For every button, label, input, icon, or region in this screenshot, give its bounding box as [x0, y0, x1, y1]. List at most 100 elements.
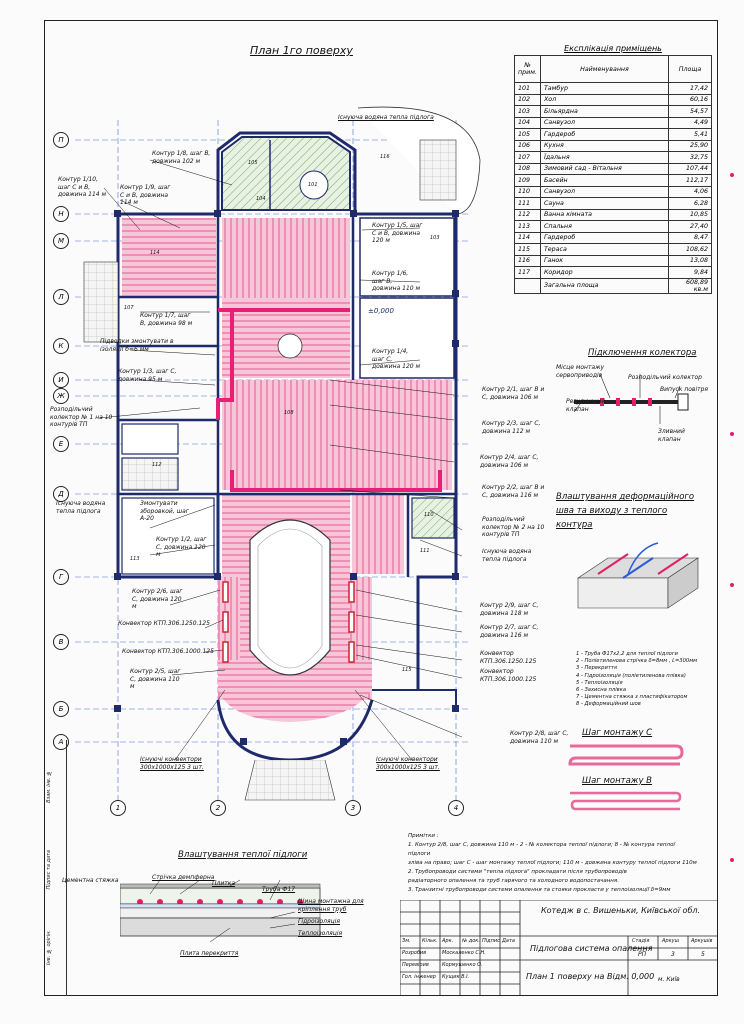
stamp-sheets-header: Аркушів — [691, 938, 713, 944]
label-c12: Контур 1/2, шаг С, довжина 120 м — [156, 536, 207, 558]
room-area: 25,90 — [668, 139, 712, 152]
room-area: 6,28 — [668, 197, 712, 210]
stamp-role-checker: Перевірив — [402, 962, 429, 968]
room-104: 104 — [256, 196, 266, 202]
room-number: 109 — [514, 174, 541, 187]
col-number-header: № прим. — [514, 55, 541, 83]
label-collector-2: Розподільчий колектор № 2 на 10 контурів… — [482, 516, 545, 538]
section-screed: Цементна стяжка — [62, 877, 119, 884]
label-pipes: Підводки змонтувати в ізоляції б=6 мм — [100, 338, 174, 353]
room-110: 110 — [424, 512, 434, 518]
axis-row-marker: Н — [53, 206, 69, 222]
legend-item: 3 - Перекриття — [576, 665, 618, 672]
axis-row-marker: Ж — [53, 388, 69, 404]
section-tile: Плитка — [212, 880, 236, 887]
collector-air: Випуск повітря — [660, 386, 709, 393]
collector-drain: Зливний клапан — [658, 428, 685, 443]
label-c17: Контур 1/7, шаг В, довжина 98 м — [140, 312, 193, 327]
room-112: 112 — [152, 462, 162, 468]
label-c13: Контур 1/3, шаг С, довжина 95 м — [118, 368, 177, 383]
room-116: 116 — [380, 154, 390, 160]
room-name: Гардероб — [539, 231, 670, 244]
deform-section — [577, 542, 699, 609]
notes-block: Примітки : 1. Контур 2/8, шаг С, довжина… — [408, 832, 698, 895]
stamp-sheets: 5 — [701, 951, 705, 958]
room-number: 111 — [514, 197, 541, 210]
drawing-frame — [44, 20, 718, 996]
section-damper: Стрічка демпферна — [152, 874, 215, 881]
legend-item: 7 - Цементна стяжка з пластифікатором — [576, 694, 688, 701]
room-area: 54,57 — [668, 105, 712, 118]
label-c110: Контур 1/10, шаг С и В, довжина 114 м — [58, 176, 107, 198]
label-c16: Контур 1/6, шаг В, довжина 110 м — [372, 270, 421, 292]
stamp-sheet-header: Аркуш — [662, 938, 680, 944]
legend-item: 6 - Захисна плівка — [576, 687, 627, 694]
punch-mark — [730, 173, 734, 177]
room-name: Санвузол — [539, 116, 670, 129]
title-block: Котедж в с. Вишеньки, Київської обл. Під… — [400, 900, 718, 996]
punch-mark — [730, 858, 734, 862]
room-105: 105 — [248, 160, 258, 166]
label-c27: Контур 2/7, шаг С, довжина 116 м — [480, 624, 539, 639]
label-c25: Контур 2/5, шаг С, довжина 110 м — [130, 668, 181, 690]
axis-row-marker: М — [53, 233, 69, 249]
label-convector-3: Конвектор КТП.306.1250.125 — [480, 650, 537, 665]
stamp-col-doc: № док. — [462, 938, 480, 944]
stamp-system: Підлогова система опалення — [530, 944, 653, 953]
room-area: 8,47 — [668, 231, 712, 244]
room-number: 107 — [514, 151, 541, 164]
room-name: Більярдна — [539, 105, 670, 118]
collector-diagram — [573, 373, 689, 424]
label-existing-convectors-right: Існуючі конвектори 300х1000х125 3 шт. — [376, 756, 440, 771]
room-area: 9,84 — [668, 266, 712, 279]
room-name: Ванна кімната — [539, 208, 670, 221]
room-name: Санвузол — [539, 185, 670, 198]
room-115: 115 — [402, 667, 412, 673]
punch-mark — [730, 432, 734, 436]
room-area: 108,62 — [668, 243, 712, 256]
stamp-sheet: 3 — [671, 951, 675, 958]
room-number: 103 — [514, 105, 541, 118]
axis-row-marker: Г — [53, 569, 69, 585]
step-c-title: Шаг монтажу С — [582, 728, 653, 738]
axis-row-marker: К — [53, 338, 69, 354]
label-c22: Контур 2/2, шаг В и С, довжина 116 м — [482, 484, 545, 499]
side-replace: Взам. інв. № — [46, 770, 52, 803]
stamp-stage-header: Стадія — [632, 938, 650, 944]
note-line: зліва на право; шаг С - шаг монтажу тепл… — [408, 860, 697, 866]
stamp-name-developer: Москаленко С.Н. — [442, 950, 486, 956]
floor-section-title: Влаштування теплої підлоги — [178, 850, 308, 860]
section-thermo: Теплоізоляція — [298, 930, 343, 937]
floor-section-drawing — [120, 879, 321, 943]
step-c-sample — [568, 744, 684, 766]
label-existing-tp-left: Існуюча водяна тепла підлога — [56, 500, 106, 515]
room-name: Ганок — [539, 254, 670, 267]
side-original: Інв. № орігін. — [46, 930, 52, 965]
axis-row-marker: Б — [53, 701, 69, 717]
room-name: Гардероб — [539, 128, 670, 141]
room-area: 27,40 — [668, 220, 712, 233]
room-111: 111 — [420, 548, 430, 554]
side-sign-date: Підпис та дата — [46, 850, 52, 890]
collector-servo: Місце монтажу сервоприводів — [556, 364, 605, 379]
room-area: 17,42 — [668, 82, 712, 95]
stamp-col-sign: Підпис — [482, 938, 500, 944]
col-area-header: Площа — [668, 55, 712, 83]
label-c29: Контур 2/9, шаг С, довжина 118 м — [480, 602, 539, 617]
explication-title: Експлікація приміщень — [564, 44, 662, 53]
room-name: Сауна — [539, 197, 670, 210]
label-c26: Контур 2/6, шаг С, довжина 120 м — [132, 588, 183, 610]
axis-row-marker: А — [53, 734, 69, 750]
legend-item: 4 - Гідроізоляція (поліетиленова плівка) — [576, 672, 686, 679]
